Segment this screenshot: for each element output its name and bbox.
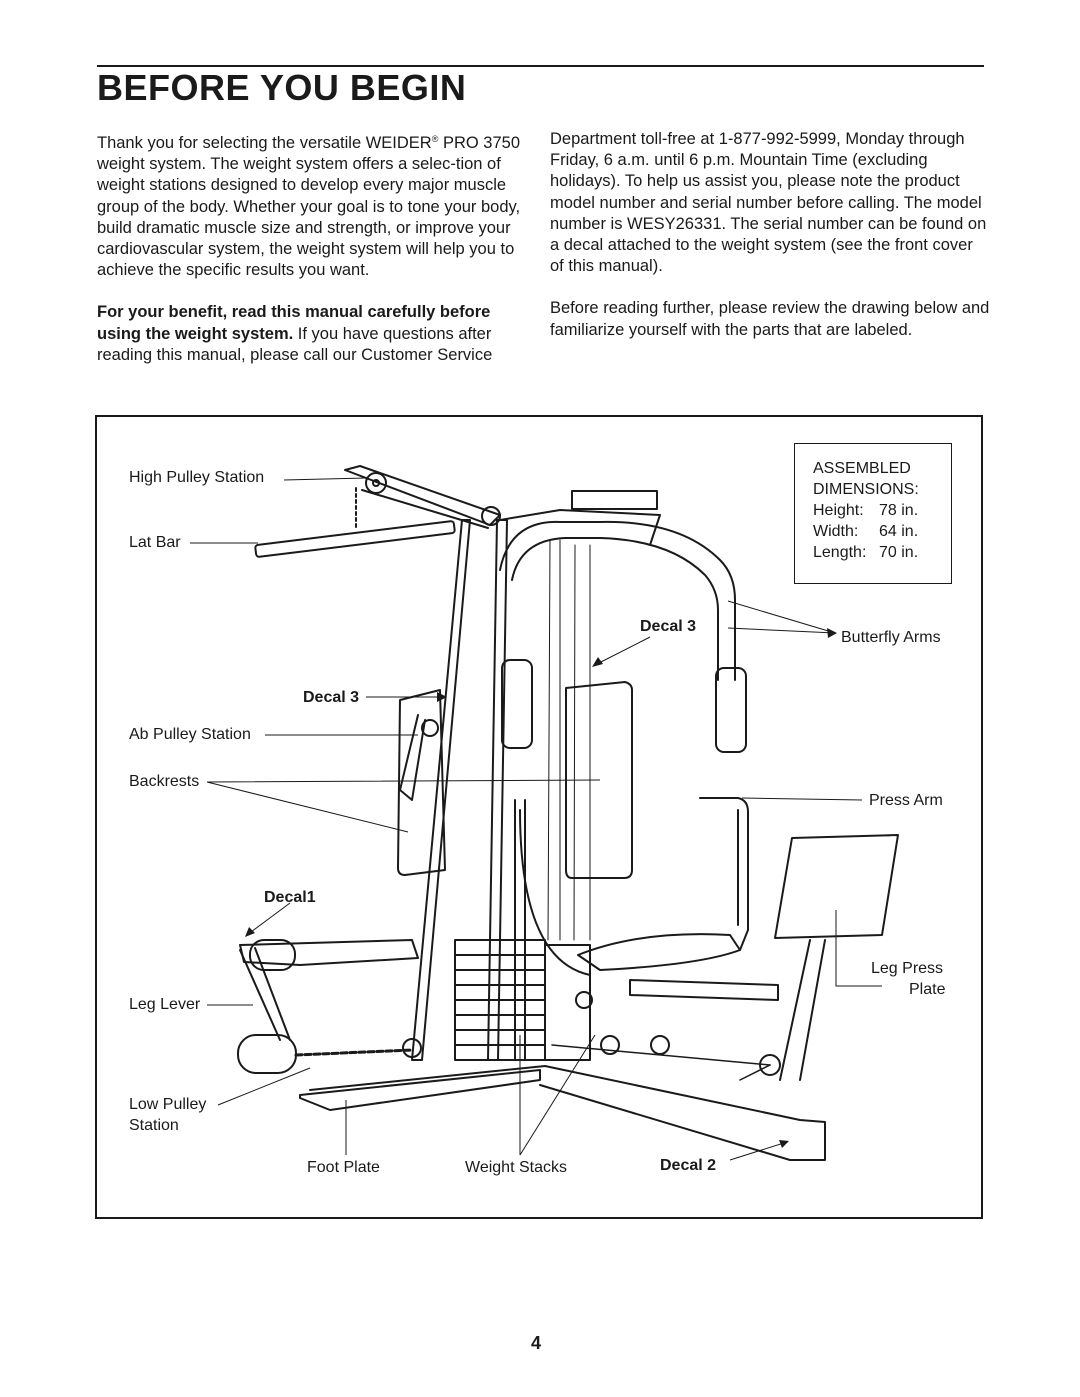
intro-column-left: Thank you for selecting the versatile WE… xyxy=(97,129,527,387)
top-crossbar xyxy=(571,490,658,510)
leader-decal3-right xyxy=(594,636,651,666)
leader-backrests xyxy=(206,779,601,833)
label-low-pulley: Low Pulley xyxy=(129,1096,207,1113)
registered-mark: ® xyxy=(431,134,439,144)
intro-p1-start: Thank you for selecting the versatile WE… xyxy=(97,134,432,152)
height-value: 78 in. xyxy=(879,502,919,519)
arrow-decal2 xyxy=(779,1140,789,1148)
top-boom-lower xyxy=(361,489,489,529)
title-rule xyxy=(97,65,984,67)
leg-lever xyxy=(239,947,291,1041)
leg-roller-top xyxy=(249,939,296,971)
intro-p2-rest: If you have questions after reading this… xyxy=(97,324,493,364)
leader-high-pulley xyxy=(283,477,367,481)
press-arm xyxy=(699,797,749,951)
label-decal1: Decal1 xyxy=(264,889,316,906)
arrow-butterfly xyxy=(827,628,837,638)
center-upright xyxy=(487,519,508,1061)
weight-stack-right xyxy=(544,944,591,1061)
label-leg-lever: Leg Lever xyxy=(129,996,201,1013)
label-decal3-left: Decal 3 xyxy=(303,689,360,706)
dimension-length: Length: 70 in. xyxy=(813,542,951,563)
backrest-left xyxy=(397,689,446,876)
assembled-dimensions-box: ASSEMBLED DIMENSIONS: Height: 78 in. Wid… xyxy=(794,443,952,584)
diagram-frame xyxy=(95,415,983,1219)
ab-strap xyxy=(399,714,426,801)
lat-bar xyxy=(254,520,456,558)
center-seat xyxy=(577,933,741,971)
arrow-decal1 xyxy=(245,927,255,937)
leader-low-pulley xyxy=(217,1067,311,1106)
leg-press-plate xyxy=(774,834,899,939)
length-label: Length: xyxy=(813,544,867,561)
page-title: BEFORE YOU BEGIN xyxy=(97,67,467,108)
dimensions-title-2: DIMENSIONS: xyxy=(813,481,919,498)
label-butterfly-arms: Butterfly Arms xyxy=(841,629,941,646)
intro-paragraph-3: Department toll-free at 1-877-992-5999, … xyxy=(550,130,987,276)
dimension-height: Height: 78 in. xyxy=(813,500,951,521)
boom-pulley xyxy=(481,506,501,526)
label-plate: Plate xyxy=(909,981,946,998)
label-station: Station xyxy=(129,1117,179,1134)
base-rail xyxy=(309,1065,826,1161)
butterfly-pad-right xyxy=(715,667,747,753)
left-seat xyxy=(239,939,419,966)
intro-paragraph-1: Thank you for selecting the versatile WE… xyxy=(97,129,527,281)
label-lat-bar: Lat Bar xyxy=(129,534,181,551)
leader-decal1 xyxy=(246,902,291,936)
leader-press-arm xyxy=(741,797,863,801)
label-foot-plate: Foot Plate xyxy=(307,1159,380,1176)
low-pulley xyxy=(402,1038,422,1058)
width-label: Width: xyxy=(813,523,859,540)
intro-paragraph-2: For your benefit, read this manual caref… xyxy=(97,302,527,366)
high-pulley xyxy=(365,472,387,494)
width-value: 64 in. xyxy=(879,523,919,540)
leader-leg-press xyxy=(835,910,882,987)
length-value: 70 in. xyxy=(879,544,919,561)
butterfly-pad-left xyxy=(501,659,533,749)
intro-column-right: Department toll-free at 1-877-992-5999, … xyxy=(550,129,990,362)
height-label: Height: xyxy=(813,502,864,519)
intro-p1-rest: PRO 3750 weight system. The weight syste… xyxy=(97,134,521,280)
backrest-center xyxy=(565,681,633,879)
leader-butterfly xyxy=(727,600,836,634)
arrow-decal3-left xyxy=(437,692,447,702)
dimension-width: Width: 64 in. xyxy=(813,521,951,542)
dimensions-title-1: ASSEMBLED xyxy=(813,460,911,477)
label-ab-pulley-station: Ab Pulley Station xyxy=(129,726,251,743)
intro-p2-bold: For your benefit, read this manual caref… xyxy=(97,303,491,343)
label-high-pulley-station: High Pulley Station xyxy=(129,469,265,486)
label-leg-press: Leg Press xyxy=(871,960,944,977)
leader-weight-stacks xyxy=(519,1034,596,1156)
label-weight-stacks: Weight Stacks xyxy=(465,1159,567,1176)
leg-roller-bottom xyxy=(237,1034,297,1074)
page-number: 4 xyxy=(531,1333,542,1353)
leader-decal2 xyxy=(729,1141,788,1161)
intro-paragraph-4: Before reading further, please review th… xyxy=(550,299,990,339)
low-pulley-chain xyxy=(294,1048,414,1057)
butterfly-arm-frame xyxy=(499,520,736,681)
label-decal3-right: Decal 3 xyxy=(640,618,697,635)
label-backrests: Backrests xyxy=(129,773,200,790)
top-boom xyxy=(344,465,501,526)
label-press-arm: Press Arm xyxy=(869,792,943,809)
left-tower-upright xyxy=(411,519,471,1061)
label-decal2: Decal 2 xyxy=(660,1157,717,1174)
foot-plate xyxy=(299,1069,541,1111)
arrow-decal3-right xyxy=(592,657,603,667)
